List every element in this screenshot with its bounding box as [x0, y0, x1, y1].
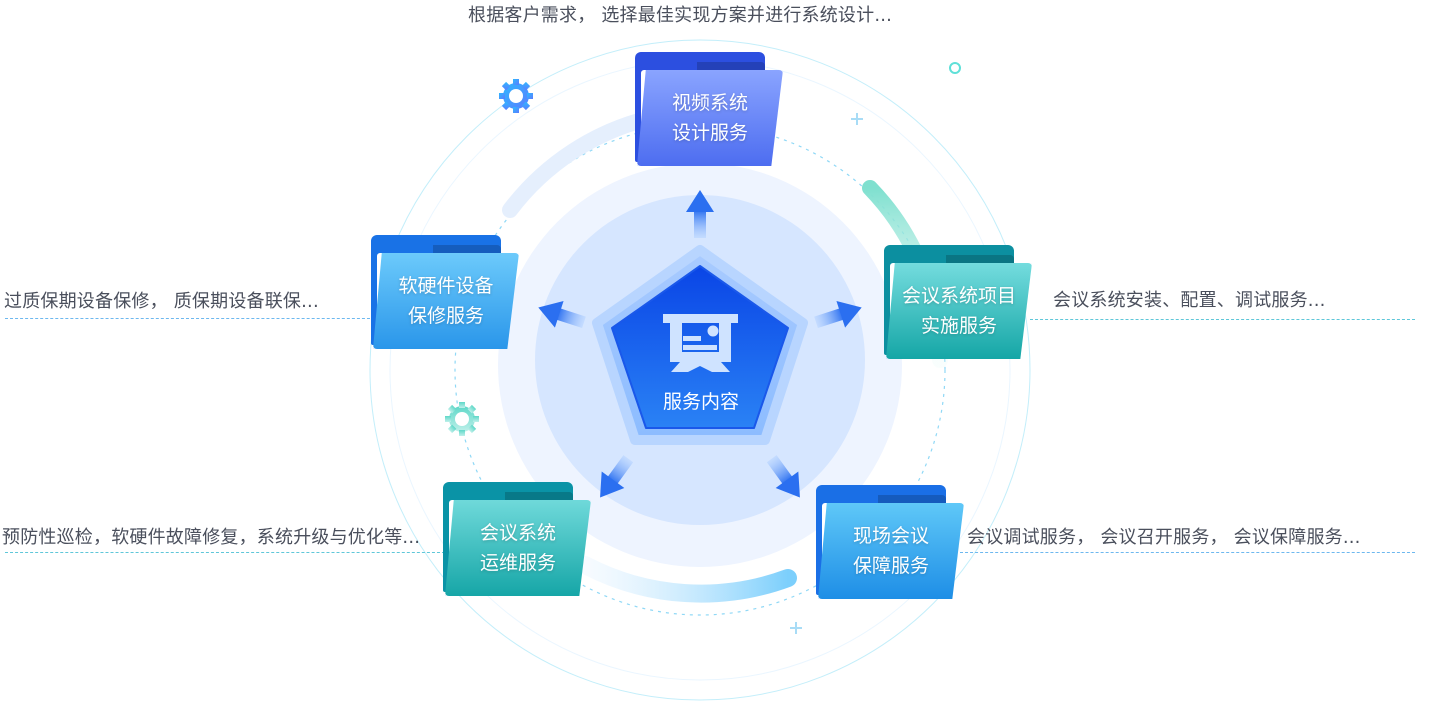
- service-title: 保修服务: [407, 305, 484, 327]
- service-card-video[interactable]: 视频系统设计服务: [635, 52, 785, 172]
- outer-ring: [369, 39, 1031, 701]
- leader-line-maintenance: [5, 552, 445, 553]
- leader-line-repair: [5, 318, 375, 319]
- service-title: 设计服务: [671, 122, 748, 144]
- service-description: 预防性巡检，软硬件故障修复，系统升级与优化等...: [2, 527, 421, 548]
- plus-decoration-icon: [790, 622, 802, 634]
- service-title: 会议系统项目: [901, 285, 1016, 307]
- service-title: 现场会议: [852, 525, 929, 547]
- service-description: 过质保期设备保修， 质保期设备联保...: [4, 291, 319, 312]
- leader-line-implementation: [1030, 319, 1415, 320]
- ring-decoration-icon: [949, 62, 961, 74]
- service-card-repair[interactable]: 软硬件设备保修服务: [371, 235, 521, 355]
- service-description: 根据客户需求， 选择最佳实现方案并进行系统设计...: [468, 5, 893, 26]
- service-description: 会议系统安装、配置、调试服务...: [1053, 290, 1326, 311]
- service-title: 运维服务: [479, 552, 556, 574]
- arc-blue: [576, 556, 797, 603]
- center-title: 服务内容: [662, 391, 739, 413]
- presentation-board-icon: [663, 314, 738, 372]
- service-title: 实施服务: [920, 315, 997, 337]
- arrow-down-left-icon: [600, 455, 634, 498]
- arc-light: [502, 110, 658, 218]
- gear-icon: [445, 402, 479, 436]
- service-title: 保障服务: [852, 555, 929, 577]
- gear-icon: [499, 79, 533, 113]
- plus-decoration-icon: [851, 113, 863, 125]
- leader-line-onsite: [960, 552, 1415, 553]
- arrow-right-icon: [814, 300, 862, 329]
- service-description: 会议调试服务， 会议召开服务， 会议保障服务...: [967, 527, 1361, 548]
- service-card-implementation[interactable]: 会议系统项目实施服务: [884, 245, 1034, 365]
- arrow-up-icon: [686, 190, 714, 238]
- arrow-left-icon: [538, 300, 586, 329]
- service-title: 会议系统: [479, 522, 556, 544]
- service-title: 软硬件设备: [398, 275, 494, 297]
- arrow-down-right-icon: [766, 455, 800, 498]
- service-title: 视频系统: [671, 92, 748, 114]
- service-card-maintenance[interactable]: 会议系统运维服务: [443, 482, 593, 602]
- service-card-onsite[interactable]: 现场会议保障服务: [816, 485, 966, 605]
